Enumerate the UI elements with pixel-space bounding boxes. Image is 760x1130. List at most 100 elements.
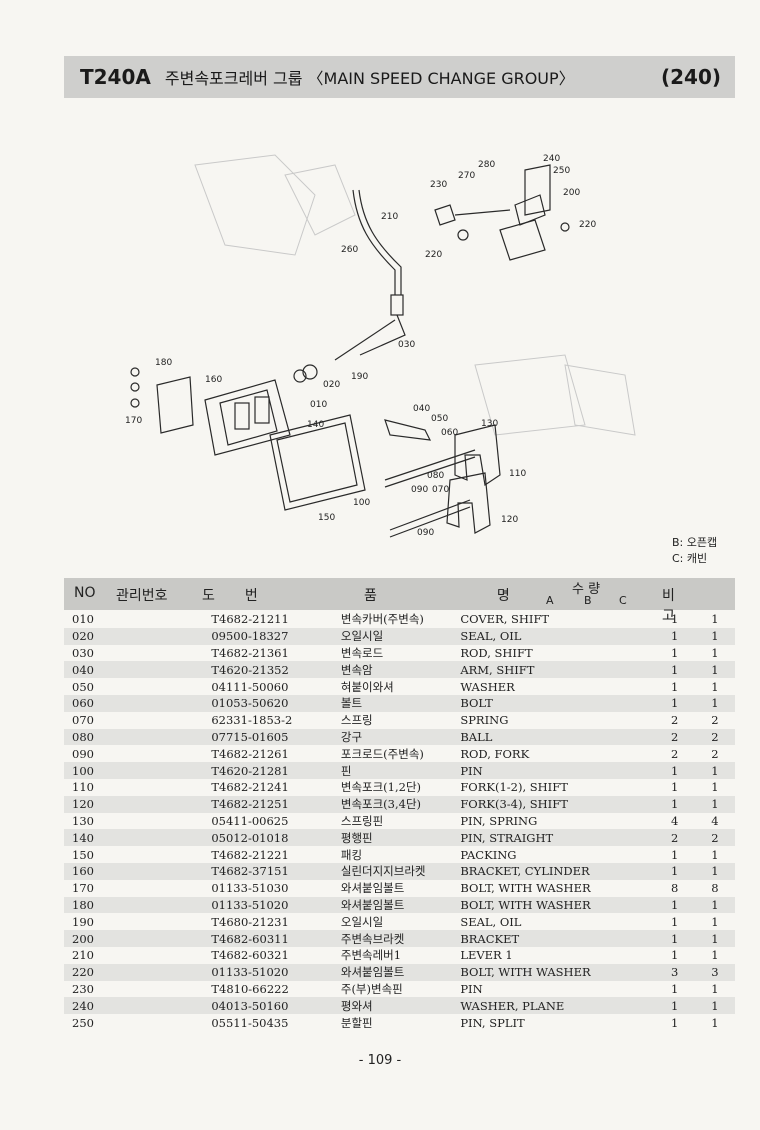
part-ref-number: 030 xyxy=(72,645,94,660)
qty-b: 1 xyxy=(654,896,695,914)
part-name-english: WASHER, PLANE xyxy=(460,997,615,1015)
part-ref-number: 210 xyxy=(72,948,94,963)
qty-b: 1 xyxy=(670,645,679,660)
part-name-korean: 평와셔 xyxy=(340,997,461,1015)
part-ref-number: 080 xyxy=(64,728,131,746)
qty-c: 1 xyxy=(694,627,735,645)
part-name-korean: 주변속브라켓 xyxy=(340,930,461,947)
qty-b: 1 xyxy=(654,762,695,779)
qty-c: 2 xyxy=(694,728,735,746)
part-name-korean: 주(부)변속핀 xyxy=(340,981,403,996)
management-number xyxy=(130,728,212,746)
part-number: T4682-37151 xyxy=(211,862,341,880)
part-name-english: BOLT, WITH WASHER xyxy=(460,896,615,914)
qty-b: 2 xyxy=(670,713,679,728)
part-ref-number: 070 xyxy=(72,713,94,728)
part-name-korean: 와셔붙임볼트 xyxy=(340,963,461,981)
management-number xyxy=(131,981,211,998)
qty-a xyxy=(614,611,654,628)
part-name-korean: 오일시일 xyxy=(340,914,384,929)
management-number xyxy=(131,645,211,662)
part-ref-number: 150 xyxy=(72,847,94,862)
qty-c: 8 xyxy=(711,881,719,896)
part-number: T4682-60311 xyxy=(211,930,341,947)
qty-b: 1 xyxy=(670,612,679,627)
part-name-korean: 볼트 xyxy=(340,694,461,712)
part-ref-number: 010 xyxy=(72,612,94,627)
callout: 220 xyxy=(579,220,596,230)
qty-c: 3 xyxy=(694,963,735,981)
management-number xyxy=(130,829,212,847)
part-name-korean: 변속포크(3,4단) xyxy=(340,795,461,813)
part-name-korean: 강구 xyxy=(340,728,461,746)
header-quantity: 수 량 xyxy=(572,582,601,597)
management-number xyxy=(131,678,211,695)
qty-b: 2 xyxy=(654,829,695,847)
part-name-korean: 분할핀 xyxy=(340,1015,373,1030)
part-name-english: PIN, SPLIT xyxy=(460,1015,525,1030)
qty-a xyxy=(614,728,655,746)
part-number: 05411-00625 xyxy=(211,813,289,828)
management-number xyxy=(130,627,212,645)
part-name-korean: 변속로드 xyxy=(340,645,384,660)
part-name-english: BRACKET xyxy=(460,930,615,947)
legend-cabin: C: 캐빈 xyxy=(672,552,708,565)
management-number xyxy=(131,813,211,830)
management-number xyxy=(131,745,211,762)
exploded-parts-diagram: 010 020 030 040 050 060 070 080 090 090 … xyxy=(95,135,735,555)
part-name-english: PIN, STRAIGHT xyxy=(460,829,615,847)
header-management-number: 관리번호 xyxy=(116,588,168,604)
qty-c: 1 xyxy=(694,795,735,813)
management-number xyxy=(130,963,212,981)
qty-b: 1 xyxy=(654,795,695,813)
qty-c: 2 xyxy=(694,829,735,847)
qty-c: 1 xyxy=(711,1015,719,1030)
callout: 090 xyxy=(417,528,434,538)
cabin-legend: B: 오픈캡 C: 캐빈 xyxy=(672,535,717,567)
qty-a xyxy=(614,997,655,1015)
qty-b: 8 xyxy=(670,881,679,896)
part-number: T4680-21231 xyxy=(211,914,289,929)
header-no: NO xyxy=(74,585,96,601)
part-number: T4620-21281 xyxy=(211,762,341,779)
qty-c: 1 xyxy=(711,914,719,929)
part-ref-number: 120 xyxy=(64,795,131,813)
part-ref-number: 160 xyxy=(64,862,131,880)
management-number xyxy=(130,661,212,679)
part-ref-number: 050 xyxy=(72,679,94,694)
part-number: 01133-51020 xyxy=(211,963,341,981)
diagram-svg: 010 020 030 040 050 060 070 080 090 090 … xyxy=(125,154,636,538)
part-name-english: LEVER 1 xyxy=(460,948,513,963)
part-ref-number: 020 xyxy=(64,627,131,645)
qty-b: 2 xyxy=(654,728,695,746)
callout: 120 xyxy=(501,515,518,525)
part-name-korean: 실린더지지브라켓 xyxy=(340,862,461,880)
part-name-english: SEAL, OIL xyxy=(460,627,615,645)
qty-a xyxy=(614,862,655,880)
callout: 070 xyxy=(432,485,449,495)
qty-c: 4 xyxy=(711,813,719,828)
callout: 010 xyxy=(310,400,327,410)
part-name-english: SPRING xyxy=(460,713,509,728)
callout: 140 xyxy=(307,420,324,430)
part-name-english: BOLT, WITH WASHER xyxy=(460,881,591,896)
qty-c: 1 xyxy=(711,780,719,795)
qty-b: 2 xyxy=(670,746,679,761)
qty-b: 1 xyxy=(654,930,695,947)
part-name-korean: 포크로드(주변속) xyxy=(340,746,424,761)
part-name-english: PACKING xyxy=(460,847,517,862)
header-drawing-number: 도번 xyxy=(202,588,288,604)
part-name-korean: 혀붙이와셔 xyxy=(340,679,394,694)
part-number: T4682-21211 xyxy=(211,612,289,627)
qty-c: 1 xyxy=(711,948,719,963)
callout: 230 xyxy=(430,180,447,190)
qty-b: 1 xyxy=(670,948,679,963)
